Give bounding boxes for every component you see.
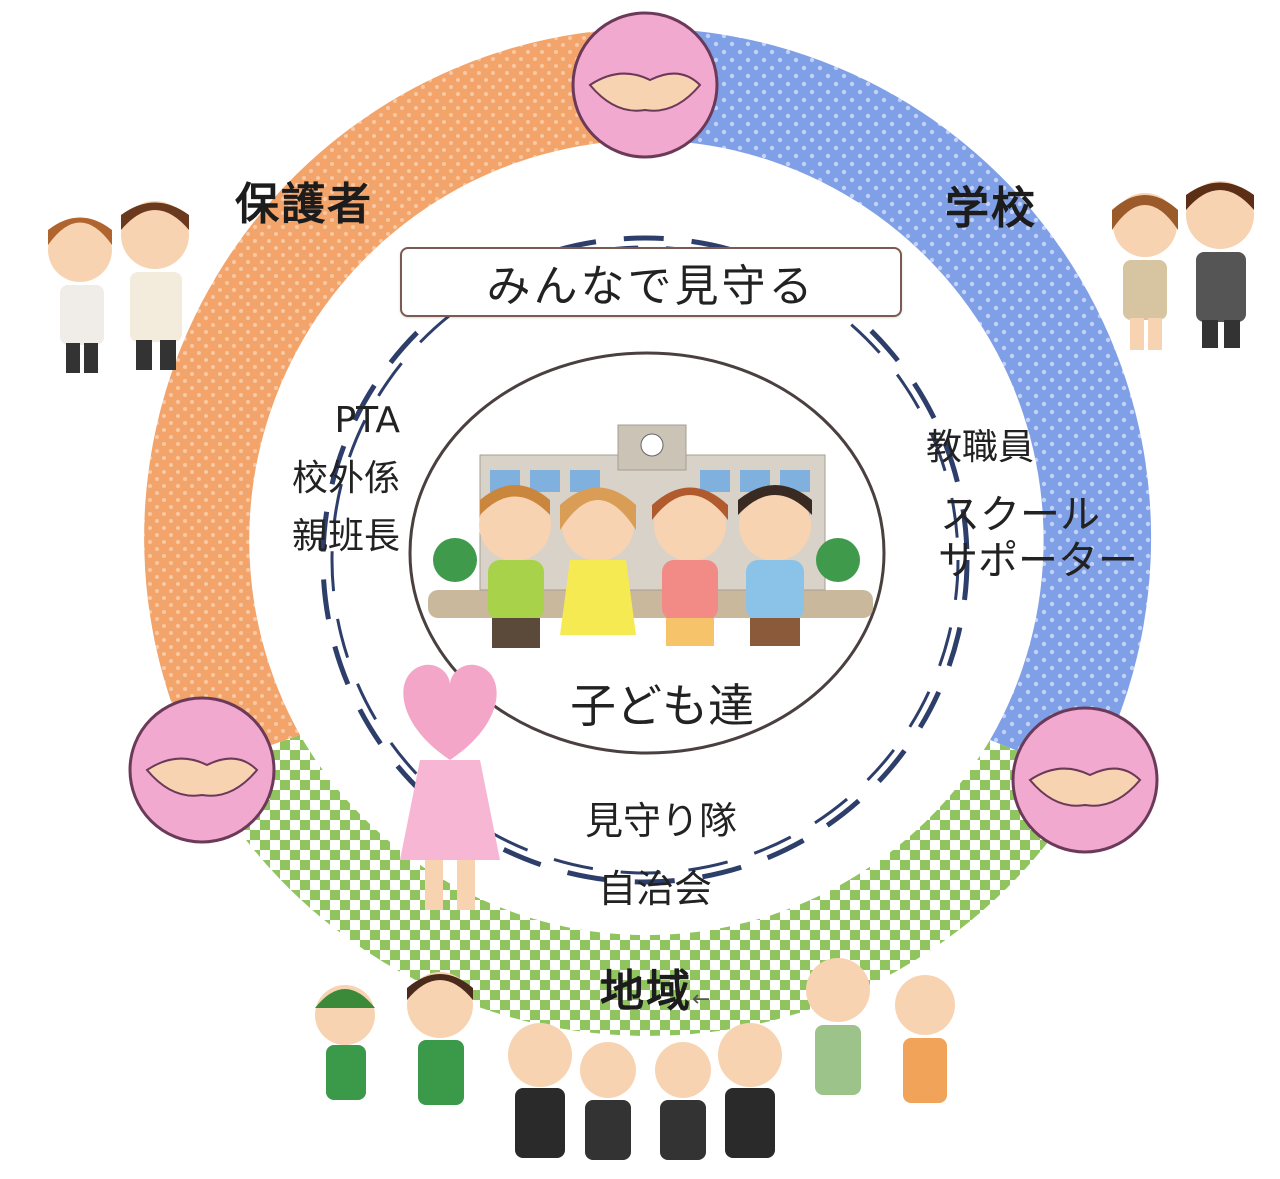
role-school: スクール — [940, 492, 1100, 538]
dashed-ring-inner — [330, 245, 960, 875]
parents-roles: PTA 校外係 親班長 — [250, 392, 400, 566]
community-figures — [315, 958, 955, 1160]
child-1 — [479, 485, 551, 648]
child-2 — [560, 487, 636, 635]
page-title: みんなで見守る — [400, 247, 902, 317]
parents-arc — [144, 28, 645, 770]
role-kyoshokuin: 教職員 — [926, 427, 1035, 468]
role-supporter: サポーター — [938, 538, 1138, 584]
children-group — [479, 485, 812, 648]
school-label: 学校 — [945, 183, 1037, 234]
handshake-icon-right — [1011, 706, 1159, 854]
school-figures — [1112, 181, 1254, 350]
handshake-icon-left — [128, 696, 276, 844]
community-label-text: 地域 — [600, 966, 692, 1017]
children-label: 子ども達 — [570, 679, 754, 733]
role-oyahancho: 親班長 — [291, 516, 400, 557]
community-arrow: ← — [692, 987, 713, 1012]
role-kogai: 校外係 — [291, 458, 400, 499]
school-arc — [645, 28, 1152, 780]
dashed-ring — [320, 235, 970, 885]
child-4 — [738, 485, 812, 646]
handshake-icon-top — [571, 11, 719, 159]
heart-mascot-icon — [400, 664, 500, 910]
child-3 — [652, 487, 728, 646]
parents-label: 保護者 — [235, 179, 373, 230]
community-label: 地域← — [600, 955, 712, 1019]
outer-ring — [144, 28, 1152, 1036]
role-mimamoritai: 見守り隊 — [585, 799, 738, 843]
parents-figures — [48, 201, 189, 373]
community-arc — [200, 735, 1090, 1036]
role-pta: PTA — [334, 400, 400, 441]
role-jichikai: 自治会 — [598, 867, 713, 911]
